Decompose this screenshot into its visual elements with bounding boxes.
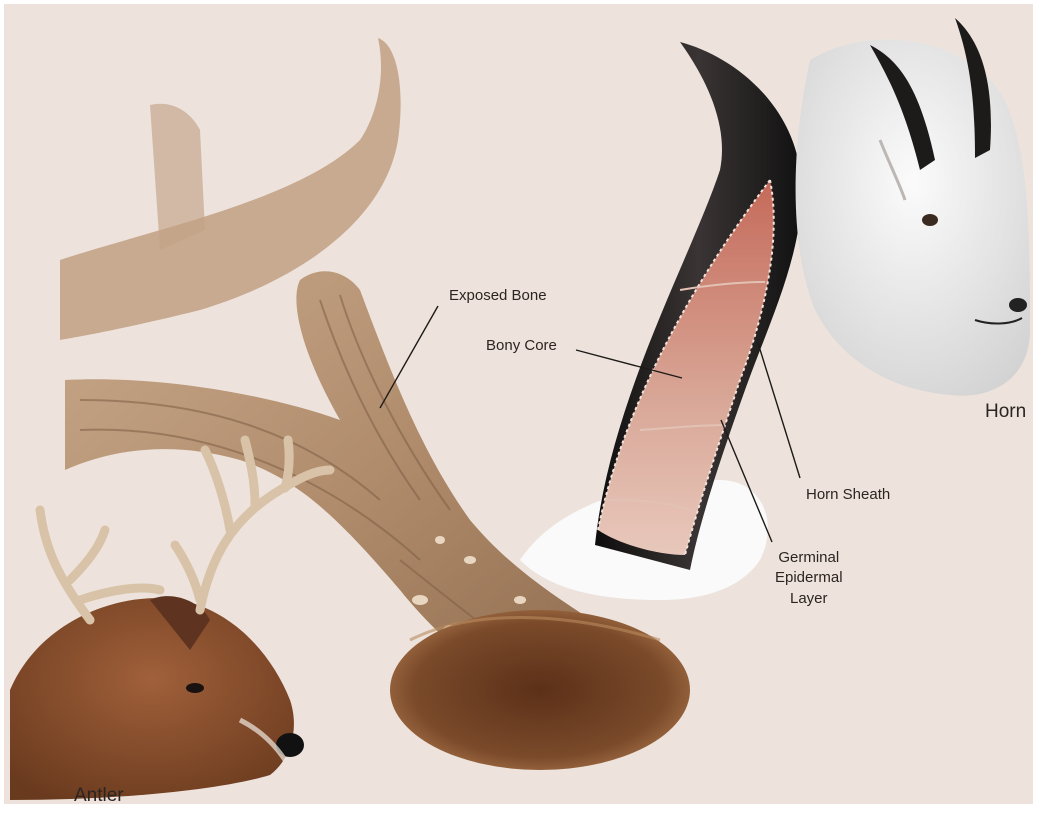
label-horn: Horn: [985, 399, 1026, 425]
label-exposed-bone: Exposed Bone: [449, 286, 547, 306]
label-germinal-line-2: Epidermal: [775, 568, 843, 588]
label-horn-sheath: Horn Sheath: [806, 485, 890, 505]
label-germinal-line-3: Layer: [790, 589, 828, 609]
label-germinal-line-1: Germinal: [778, 548, 839, 568]
label-bony-core: Bony Core: [486, 336, 557, 356]
label-germinal-epidermal-layer: Germinal Epidermal Layer: [775, 548, 843, 609]
label-antler: Antler: [74, 783, 124, 809]
